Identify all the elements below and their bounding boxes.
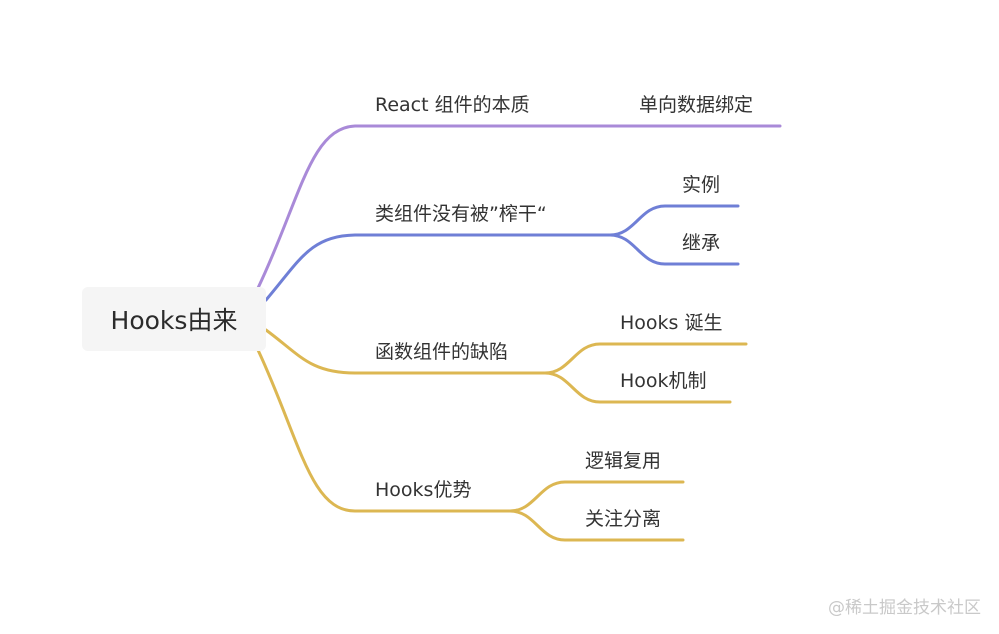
node-hook-mechanism[interactable]: Hook机制 [620, 370, 707, 392]
edge-advantage-to-logic-reuse [508, 480, 685, 513]
node-hooks-birth[interactable]: Hooks 诞生 [620, 312, 723, 334]
node-react-nature[interactable]: React 组件的本质 [375, 94, 530, 116]
edge-advantage-to-separation [508, 509, 685, 542]
edge-root-to-class-component [264, 233, 612, 302]
root-node[interactable]: Hooks由来 [82, 287, 266, 351]
node-instance[interactable]: 实例 [682, 174, 721, 196]
node-hooks-advantage[interactable]: Hooks优势 [375, 479, 472, 501]
edge-class-to-instance [608, 204, 740, 237]
node-class-component[interactable]: 类组件没有被”榨干“ [375, 203, 547, 225]
edge-root-to-react-nature [256, 124, 782, 290]
root-node-label: Hooks由来 [110, 306, 238, 335]
watermark: @稀土掘金技术社区 [828, 598, 981, 618]
edge-defect-to-hooks-birth [543, 342, 748, 375]
edge-class-to-inheritance [608, 233, 740, 266]
edge-root-to-hooks-advantage [256, 348, 512, 513]
node-logic-reuse[interactable]: 逻辑复用 [585, 450, 662, 472]
node-inheritance[interactable]: 继承 [682, 232, 721, 254]
edge-defect-to-hook-mechanism [543, 371, 732, 404]
node-separation-of-concerns[interactable]: 关注分离 [585, 508, 662, 530]
node-function-defect[interactable]: 函数组件的缺陷 [375, 341, 509, 363]
node-one-way-binding[interactable]: 单向数据绑定 [639, 94, 754, 116]
edge-root-to-function-defect [264, 328, 547, 375]
